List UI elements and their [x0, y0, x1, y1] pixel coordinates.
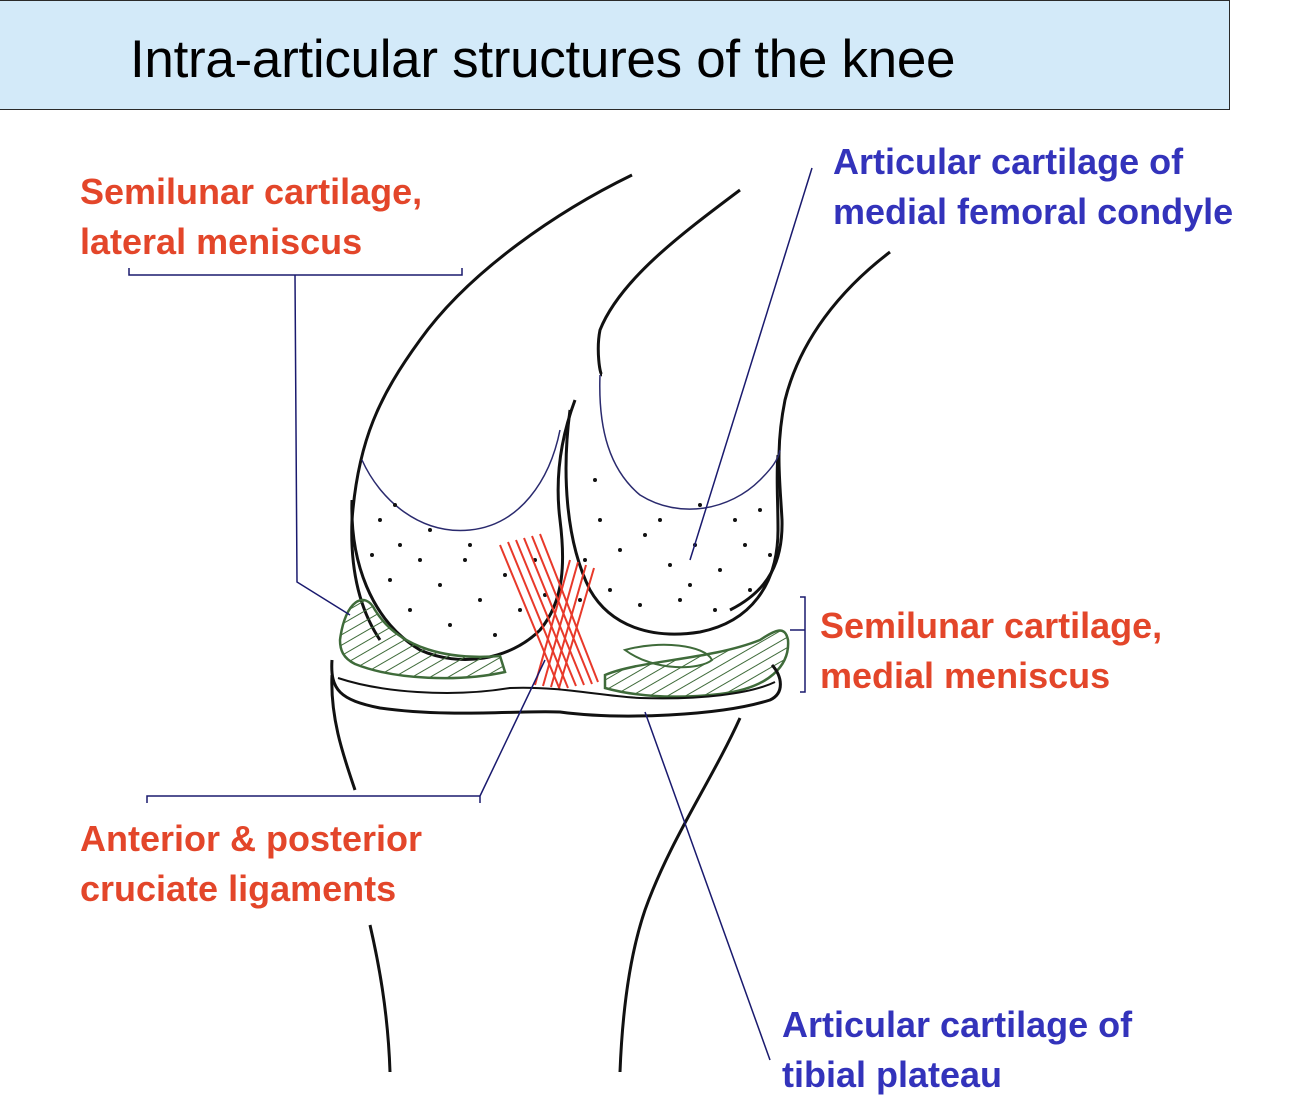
- tibia-outline-right: [618, 717, 742, 1073]
- label-tibial-cartilage-line1: Articular cartilage of: [782, 1004, 1133, 1045]
- label-cruciate: Anterior & posterior cruciate ligaments: [80, 814, 422, 914]
- label-femoral-cartilage-line1: Articular cartilage of: [833, 141, 1184, 182]
- femur-outline-back: [729, 250, 891, 612]
- femur-outline-front: [350, 173, 633, 641]
- title-banner: Intra-articular structures of the knee: [0, 0, 1230, 110]
- leader-tibial-cartilage: [644, 711, 771, 1061]
- label-tibial-cartilage-line2: tibial plateau: [782, 1054, 1003, 1095]
- slide-title: Intra-articular structures of the knee: [130, 30, 956, 89]
- label-femoral-cartilage-line2: medial femoral condyle: [833, 191, 1234, 232]
- label-lateral-meniscus: Semilunar cartilage, lateral meniscus: [80, 167, 422, 267]
- label-femoral-cartilage: Articular cartilage of medial femoral co…: [833, 137, 1233, 237]
- label-cruciate-line2: cruciate ligaments: [80, 868, 397, 909]
- femur-outline-middle: [596, 188, 741, 377]
- tibial-plateau-inner: [337, 677, 776, 700]
- leader-lines: [128, 167, 813, 1061]
- label-tibial-cartilage: Articular cartilage of tibial plateau: [782, 1000, 1132, 1100]
- label-medial-meniscus-line1: Semilunar cartilage,: [820, 605, 1163, 646]
- leader-cruciate: [146, 659, 546, 803]
- medial-cartilage-line: [599, 374, 781, 510]
- cartilage-stipple: [370, 478, 772, 637]
- lateral-meniscus: [338, 598, 507, 680]
- label-lateral-meniscus-line1: Semilunar cartilage,: [80, 171, 423, 212]
- label-cruciate-line1: Anterior & posterior: [80, 818, 423, 859]
- tibial-plateau: [330, 659, 782, 718]
- medial-meniscus: [603, 629, 790, 698]
- tibia-outline-left: [330, 674, 357, 791]
- label-medial-meniscus: Semilunar cartilage, medial meniscus: [820, 601, 1162, 701]
- lateral-cartilage-line: [361, 429, 561, 532]
- tibia-outline-left-low: [368, 924, 392, 1073]
- cruciate-ligaments: [499, 533, 599, 691]
- medial-meniscus-inner: [622, 643, 714, 669]
- label-medial-meniscus-line2: medial meniscus: [820, 655, 1111, 696]
- label-lateral-meniscus-line2: lateral meniscus: [80, 221, 363, 262]
- leader-medial-meniscus: [790, 596, 806, 693]
- medial-condyle: [564, 409, 780, 636]
- leader-lateral-meniscus: [128, 268, 463, 616]
- leader-femoral-cartilage: [689, 167, 813, 561]
